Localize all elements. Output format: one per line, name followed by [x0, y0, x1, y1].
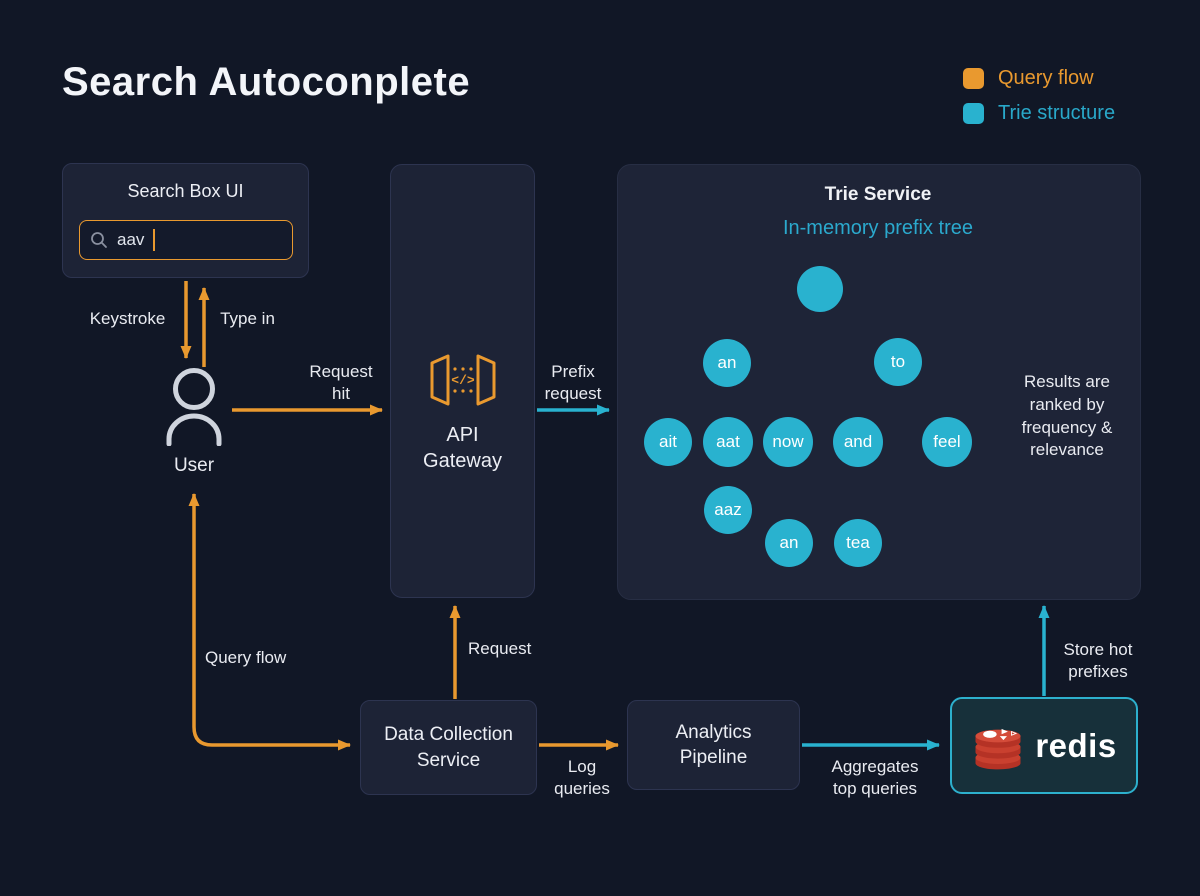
trie-node: to — [874, 338, 922, 386]
data-collection-service-box: Data Collection Service — [360, 700, 537, 795]
trie-node: an — [703, 339, 751, 387]
api-gateway-label: API Gateway — [423, 424, 502, 472]
api-gateway-icon: </> — [430, 354, 495, 406]
trie-node: ait — [644, 418, 692, 466]
trie-service-subtitle: In-memory prefix tree — [782, 217, 974, 239]
redis-box: redis — [950, 697, 1138, 794]
user-icon — [166, 368, 222, 446]
aggregates-top-queries-label: Aggregates top queries — [831, 757, 919, 799]
api-gateway-panel: </> API Gateway — [390, 164, 535, 598]
type-in-label: Type in — [220, 309, 275, 328]
trie-node: aat — [703, 417, 753, 467]
trie-service-panel — [617, 164, 1141, 600]
page-title: Search Autoconplete — [62, 60, 471, 104]
redis-logo-icon — [975, 728, 1021, 769]
data-collection-service-label: Data Collection Service — [384, 724, 513, 771]
keystroke-label: Keystroke — [89, 309, 166, 328]
trie-node: feel — [922, 417, 972, 467]
trie-structure-swatch-icon — [963, 103, 984, 124]
trie-node: and — [833, 417, 883, 467]
user-label: User — [173, 455, 215, 476]
prefix-request-label: Prefix request — [544, 362, 602, 404]
query-flow-swatch-icon — [963, 68, 984, 89]
legend-label: Query flow — [998, 67, 1094, 89]
trie-node: aaz — [704, 486, 752, 534]
query-flow-label: Query flow — [205, 648, 287, 667]
search-input-value: aav — [117, 230, 145, 249]
legend-item-query-flow: Query flow — [963, 67, 1115, 90]
analytics-pipeline-label: Analytics Pipeline — [675, 721, 752, 768]
trie-node-root — [797, 266, 843, 312]
request-label: Request — [468, 639, 532, 658]
search-input[interactable]: aav — [79, 220, 293, 260]
request-hit-label: Request hit — [309, 362, 373, 404]
search-box-panel: Search Box UI aav — [62, 163, 309, 278]
trie-node: now — [763, 417, 813, 467]
trie-node: tea — [834, 519, 882, 567]
trie-ranking-note: Results are ranked by frequency & releva… — [1021, 372, 1113, 460]
redis-label: redis — [1035, 726, 1117, 764]
magnifier-icon — [91, 232, 107, 248]
store-hot-prefixes-label: Store hot prefixes — [1063, 640, 1133, 682]
code-glyph: </> — [451, 373, 475, 388]
search-box-title: Search Box UI — [127, 181, 244, 201]
legend-label: Trie structure — [998, 102, 1116, 124]
legend: Query flow Trie structure — [963, 67, 1115, 125]
log-queries-label: Log queries — [554, 757, 610, 799]
text-caret — [153, 229, 156, 251]
analytics-pipeline-box: Analytics Pipeline — [627, 700, 800, 790]
trie-node: an — [765, 519, 813, 567]
trie-service-title: Trie Service — [824, 184, 932, 205]
legend-item-trie-structure: Trie structure — [963, 102, 1115, 125]
